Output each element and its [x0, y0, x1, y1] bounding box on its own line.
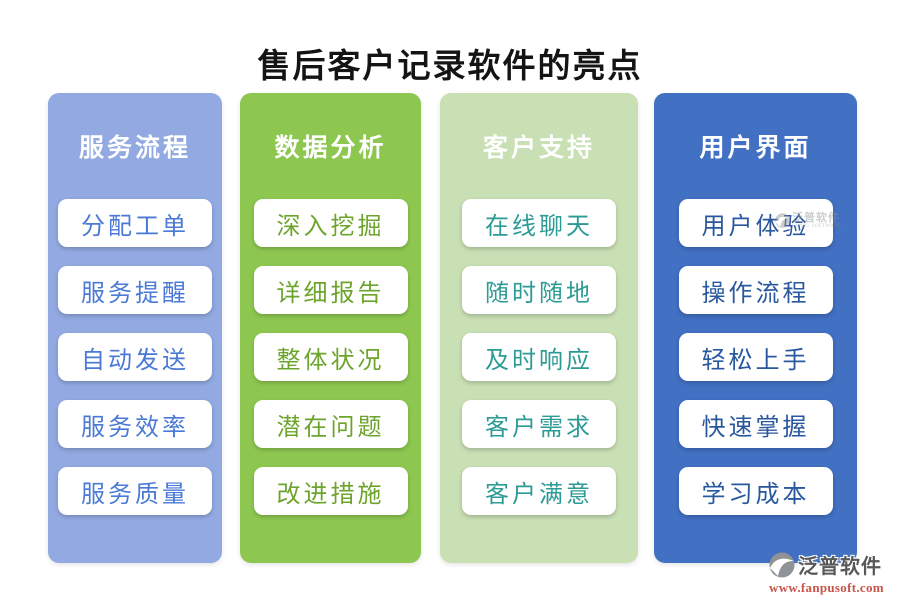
- feature-pill: 客户满意: [462, 467, 616, 515]
- feature-pill: 随时随地: [462, 266, 616, 314]
- column-data-analysis: 数据分析 深入挖掘 详细报告 整体状况 潜在问题 改进措施: [240, 93, 421, 563]
- feature-pill: 客户需求: [462, 400, 616, 448]
- feature-pill: 分配工单: [58, 199, 212, 247]
- column-header-label: 数据分析: [274, 135, 387, 162]
- column-user-interface: 用户界面 用户体验 操作流程 轻松上手 快速掌握 学习成本: [654, 93, 857, 563]
- feature-columns: 服务流程 分配工单 服务提醒 自动发送 服务效率 服务质量 数据分析 深入挖掘 …: [0, 93, 900, 563]
- feature-pill: 服务质量: [58, 467, 212, 515]
- watermark-subtitle: FANPU SOFTWARE: [792, 224, 842, 230]
- feature-pill: 潜在问题: [253, 400, 408, 448]
- pill-list: 深入挖掘 详细报告 整体状况 潜在问题 改进措施: [240, 199, 421, 515]
- brand-row: 泛普软件: [769, 550, 899, 579]
- feature-pill: 深入挖掘: [253, 199, 408, 247]
- column-header-label: 用户界面: [699, 135, 812, 162]
- watermark-brand: 泛普软件: [792, 212, 840, 224]
- column-customer-support: 客户支持 在线聊天 随时随地 及时响应 客户需求 客户满意: [440, 93, 638, 563]
- column-header-label: 客户支持: [482, 135, 595, 162]
- page-title: 售后客户记录软件的亮点: [257, 49, 643, 85]
- fanpu-logo-icon: [769, 552, 795, 578]
- feature-pill: 学习成本: [678, 467, 833, 515]
- feature-pill: 改进措施: [253, 467, 408, 515]
- watermark-text: 泛普软件 FANPU SOFTWARE: [792, 212, 841, 230]
- feature-pill: 服务提醒: [58, 266, 212, 314]
- fanpu-watermark: 泛普软件 FANPU SOFTWARE: [775, 212, 845, 230]
- feature-pill: 详细报告: [253, 266, 408, 314]
- feature-pill: 及时响应: [462, 333, 616, 381]
- feature-pill: 用户体验: [678, 199, 833, 247]
- feature-pill: 快速掌握: [678, 400, 833, 448]
- feature-pill: 整体状况: [253, 333, 408, 381]
- column-header-label: 服务流程: [78, 135, 191, 162]
- pill-list: 分配工单 服务提醒 自动发送 服务效率 服务质量: [48, 199, 222, 515]
- column-service-process: 服务流程 分配工单 服务提醒 自动发送 服务效率 服务质量: [48, 93, 222, 563]
- fanpu-logo-icon: [775, 213, 790, 229]
- brand-url: www.fanpusoft.com: [769, 580, 884, 595]
- feature-pill: 在线聊天: [462, 199, 616, 247]
- fanpu-brandmark: 泛普软件 www.fanpusoft.com: [769, 550, 899, 596]
- feature-pill: 操作流程: [678, 266, 833, 314]
- feature-pill: 服务效率: [58, 400, 212, 448]
- pill-list: 用户体验 操作流程 轻松上手 快速掌握 学习成本: [654, 199, 857, 515]
- pill-list: 在线聊天 随时随地 及时响应 客户需求 客户满意: [440, 199, 638, 515]
- brand-name: 泛普软件: [798, 556, 882, 578]
- feature-pill: 轻松上手: [678, 333, 833, 381]
- feature-pill: 自动发送: [58, 333, 212, 381]
